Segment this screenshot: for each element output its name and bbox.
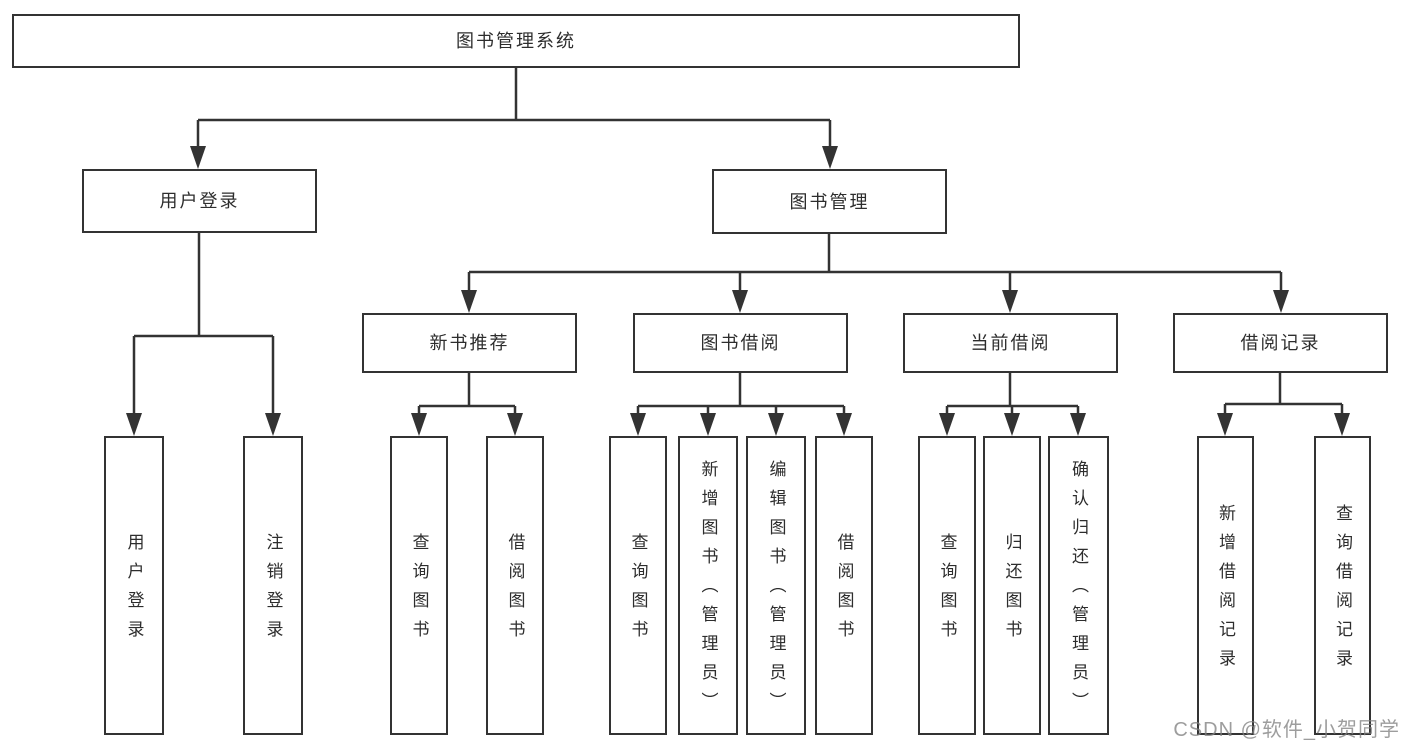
leaf-return-books: 归还图书	[983, 436, 1041, 735]
leaf-query-books-current: 查询图书	[918, 436, 976, 735]
leaf-query-borrow-record: 查询借阅记录	[1314, 436, 1371, 735]
leaf-add-books-admin: 新增图书（管理员）	[678, 436, 738, 735]
node-root-system: 图书管理系统	[12, 14, 1020, 68]
arrowheads	[126, 146, 1350, 436]
connector-segments	[132, 68, 1344, 416]
node-borrow-records: 借阅记录	[1173, 313, 1388, 373]
node-new-book-recommend: 新书推荐	[362, 313, 577, 373]
leaf-logout: 注销登录	[243, 436, 303, 735]
leaf-edit-books-admin: 编辑图书（管理员）	[746, 436, 806, 735]
leaf-borrow-books-recommend: 借阅图书	[486, 436, 544, 735]
leaf-user-login: 用户登录	[104, 436, 164, 735]
leaf-borrow-books: 借阅图书	[815, 436, 873, 735]
leaf-query-books-borrow: 查询图书	[609, 436, 667, 735]
leaf-query-books-recommend: 查询图书	[390, 436, 448, 735]
leaf-add-borrow-record: 新增借阅记录	[1197, 436, 1254, 735]
node-book-management: 图书管理	[712, 169, 947, 234]
node-book-borrow: 图书借阅	[633, 313, 848, 373]
leaf-confirm-return-admin: 确认归还（管理员）	[1048, 436, 1109, 735]
node-current-borrow: 当前借阅	[903, 313, 1118, 373]
node-user-login: 用户登录	[82, 169, 317, 233]
